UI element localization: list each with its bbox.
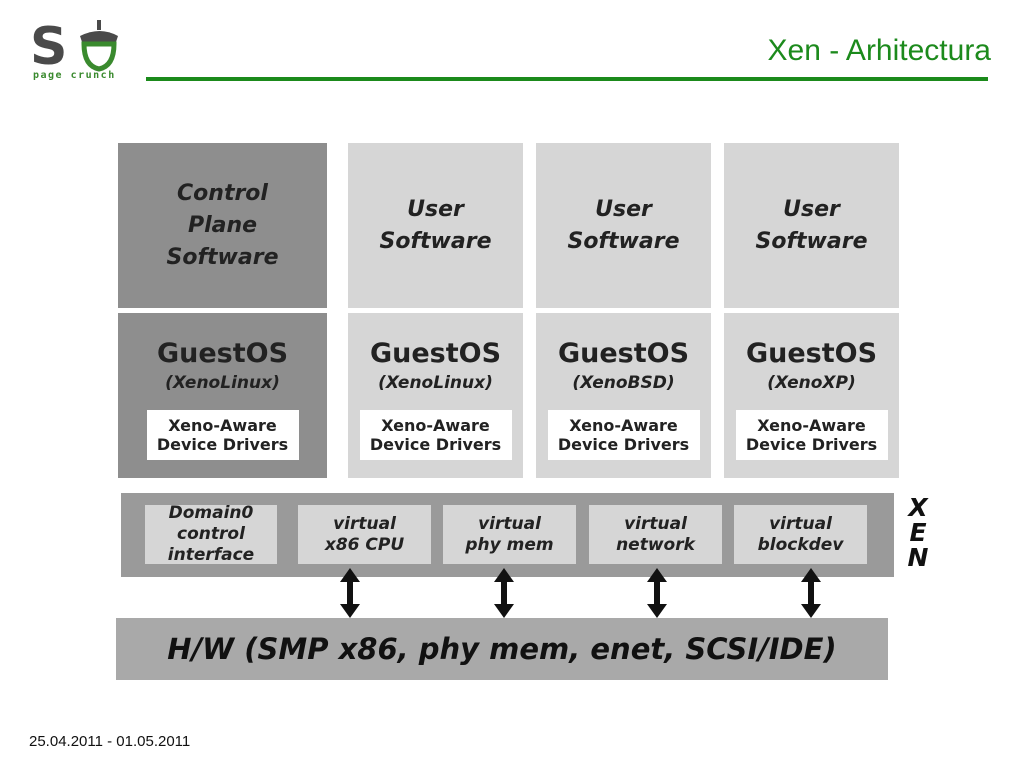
guestos-name: GuestOS	[745, 338, 878, 369]
device-drivers-box: Xeno-Aware Device Drivers	[146, 410, 299, 460]
guestos-name: GuestOS	[156, 338, 289, 369]
footer-date-range: 25.04.2011 - 01.05.2011	[29, 733, 191, 750]
domain0-control-interface-box: Domain0 control interface	[145, 503, 277, 565]
user-software-box: User Software	[536, 143, 711, 308]
box-label: blockdev	[757, 534, 844, 555]
guestos-box-2: GuestOS (XenoBSD) Xeno-Aware Device Driv…	[536, 313, 711, 478]
guestos-box-0: GuestOS (XenoLinux) Xeno-Aware Device Dr…	[118, 313, 327, 478]
box-label: virtual	[769, 513, 832, 534]
bidirectional-arrow-icon	[494, 568, 514, 618]
bidirectional-arrow-icon	[801, 568, 821, 618]
drivers-label: Xeno-Aware	[168, 416, 277, 435]
guestos-variant: (XenoBSD)	[572, 373, 675, 393]
xen-letter: E	[909, 518, 927, 547]
user-software-box: User Software	[724, 143, 899, 308]
xen-letter: X	[908, 493, 928, 522]
box-label: phy mem	[465, 534, 554, 555]
svg-text:S: S	[30, 17, 67, 77]
guestos-name: GuestOS	[369, 338, 502, 369]
user-software-box: User Software	[348, 143, 523, 308]
hardware-label: H/W (SMP x86, phy mem, enet, SCSI/IDE)	[167, 632, 837, 666]
guestos-variant: (XenoXP)	[767, 373, 856, 393]
guestos-box-3: GuestOS (XenoXP) Xeno-Aware Device Drive…	[724, 313, 899, 478]
device-drivers-box: Xeno-Aware Device Drivers	[359, 410, 512, 460]
guestos-box-1: GuestOS (XenoLinux) Xeno-Aware Device Dr…	[348, 313, 523, 478]
drivers-label: Device Drivers	[369, 435, 502, 454]
xen-label: X E N	[902, 495, 934, 570]
box-label: User	[407, 196, 464, 222]
xen-letter: N	[907, 543, 929, 572]
box-label: Control	[177, 180, 268, 206]
box-label: virtual	[333, 513, 396, 534]
hardware-layer: H/W (SMP x86, phy mem, enet, SCSI/IDE)	[116, 618, 888, 680]
box-label: User	[595, 196, 652, 222]
virtual-cpu-box: virtual x86 CPU	[298, 505, 431, 564]
drivers-label: Device Drivers	[745, 435, 878, 454]
box-label: interface	[167, 545, 255, 565]
box-label: User	[783, 196, 840, 222]
guestos-name: GuestOS	[557, 338, 690, 369]
box-label: Software	[379, 228, 492, 254]
bidirectional-arrow-icon	[647, 568, 667, 618]
device-drivers-box: Xeno-Aware Device Drivers	[547, 410, 700, 460]
drivers-label: Xeno-Aware	[381, 416, 490, 435]
box-label: Software	[755, 228, 868, 254]
drivers-label: Device Drivers	[557, 435, 690, 454]
box-label: control	[177, 524, 245, 544]
virtual-blockdev-box: virtual blockdev	[734, 505, 867, 564]
drivers-label: Device Drivers	[156, 435, 289, 454]
box-label: virtual	[624, 513, 687, 534]
xen-hypervisor-layer: Domain0 control interface virtual x86 CP…	[121, 493, 894, 577]
box-label: Software	[567, 228, 680, 254]
slide-title: Xen - Arhitectura	[767, 34, 991, 67]
title-underline	[146, 77, 988, 81]
box-label: virtual	[478, 513, 541, 534]
box-label: Domain0	[168, 503, 254, 523]
box-label: Software	[166, 244, 279, 270]
virtual-memory-box: virtual phy mem	[443, 505, 576, 564]
drivers-label: Xeno-Aware	[757, 416, 866, 435]
guestos-variant: (XenoLinux)	[165, 373, 280, 393]
virtual-network-box: virtual network	[589, 505, 722, 564]
box-label: x86 CPU	[324, 534, 405, 555]
box-label: network	[616, 534, 695, 555]
xen-architecture-diagram: Control Plane Software GuestOS (XenoLinu…	[116, 143, 936, 683]
box-label: Plane	[187, 212, 258, 238]
page-crunch-logo: S	[30, 17, 118, 77]
logo-text: page crunch	[33, 70, 116, 81]
device-drivers-box: Xeno-Aware Device Drivers	[735, 410, 888, 460]
bidirectional-arrow-icon	[340, 568, 360, 618]
drivers-label: Xeno-Aware	[569, 416, 678, 435]
control-plane-software-box: Control Plane Software	[118, 143, 327, 308]
guestos-variant: (XenoLinux)	[378, 373, 493, 393]
